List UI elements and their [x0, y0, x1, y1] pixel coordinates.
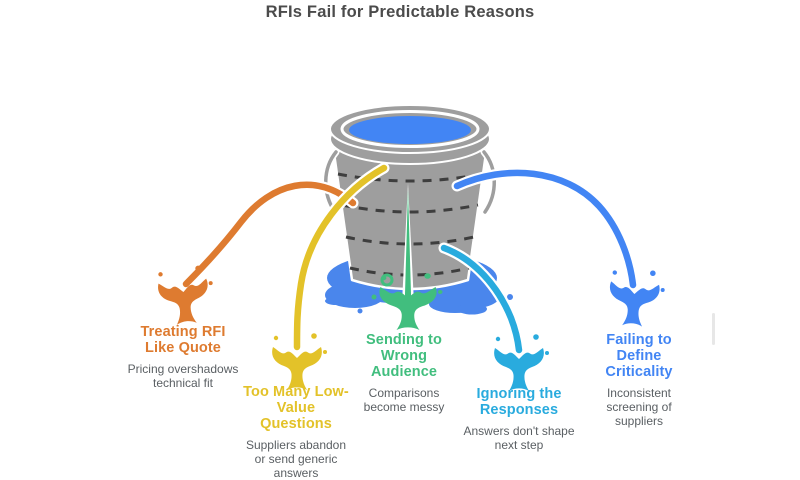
- bucket-rim-inner-edge: [340, 110, 480, 148]
- reason-ignoring-the-responses: Ignoring the Responses Answers don't sha…: [463, 386, 574, 452]
- diagram-title: RFIs Fail for Predictable Reasons: [265, 3, 535, 21]
- green-stream: [371, 183, 414, 303]
- reason-treating-rfi-like-quote: Treating RFI Like Quote Pricing overshad…: [128, 324, 239, 390]
- reason-label: Sending to Wrong Audience: [366, 332, 442, 380]
- green-droplet: [371, 294, 377, 300]
- reason-description: Pricing overshadows technical fit: [127, 362, 239, 390]
- bucket-dashed-bands: [337, 172, 483, 277]
- leak-streams: [180, 162, 639, 356]
- reason-description: Suppliers abandon or send generic answer…: [245, 438, 347, 480]
- reason-too-many-low-value-questions: Too Many Low- Value Questions Suppliers …: [243, 384, 349, 480]
- orange-stream: [182, 181, 357, 288]
- blue-stream: [453, 169, 637, 289]
- reason-description: Comparisons become messy: [363, 386, 445, 414]
- cyan-stream: [440, 244, 523, 354]
- reason-sending-to-wrong-audience: Sending to Wrong Audience Comparisons be…: [364, 332, 445, 414]
- reason-label: Ignoring the Responses: [476, 386, 562, 418]
- reason-description: Answers don't shape next step: [463, 424, 575, 452]
- reason-label: Too Many Low- Value Questions: [243, 384, 349, 432]
- reason-label: Treating RFI Like Quote: [140, 324, 226, 356]
- faint-streak: [712, 313, 715, 345]
- yellow-stream: [293, 164, 388, 351]
- reason-description: Inconsistent screening of suppliers: [606, 386, 672, 428]
- green-droplet-ring: [380, 273, 394, 287]
- reason-failing-to-define-criticality: Failing to Define Criticality Inconsiste…: [605, 332, 672, 428]
- reason-label: Failing to Define Criticality: [605, 332, 673, 380]
- orange-splash-icon: [156, 264, 217, 327]
- water-surface: [349, 116, 471, 144]
